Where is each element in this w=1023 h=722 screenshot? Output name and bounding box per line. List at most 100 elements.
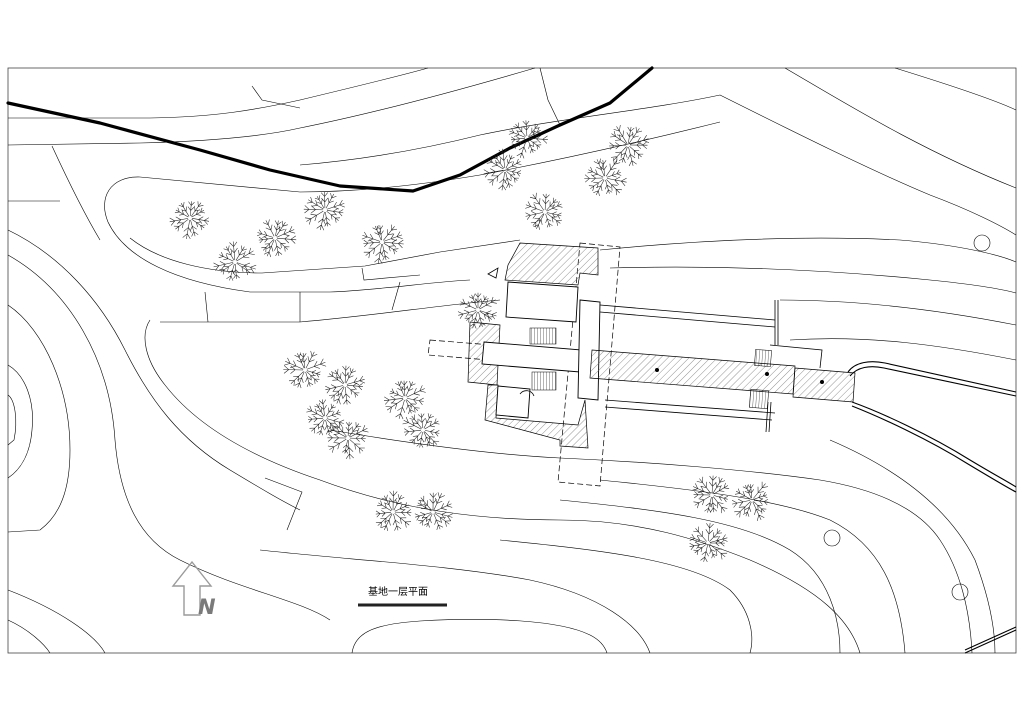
tree-branches: [325, 365, 366, 405]
tree-symbol: [731, 481, 769, 521]
hall-block: [577, 299, 601, 401]
contour-line: [7, 229, 301, 511]
path-edge-line: [964, 629, 1017, 654]
marker-circle: [973, 234, 991, 252]
tree-symbol: [327, 421, 369, 460]
marker-circle: [951, 583, 969, 601]
tree-symbol: [256, 219, 297, 258]
door-swing-arc: [519, 390, 535, 397]
tree-branches: [375, 490, 412, 531]
contour-line: [259, 549, 651, 654]
tree-branches: [213, 241, 257, 281]
tree-branches: [584, 158, 627, 197]
stair-upper-left: [529, 327, 557, 345]
tree-branches: [361, 224, 404, 264]
tree-symbol: [383, 380, 426, 420]
path-edges: [847, 361, 1017, 654]
tree-symbols: [169, 120, 769, 563]
site-boundary-line: [6, 66, 654, 193]
path-edge-line: [847, 361, 1017, 393]
bridge-edge-lower: [604, 399, 776, 421]
contour-line: [104, 121, 721, 293]
bridge-support-lower: [765, 401, 772, 433]
contour-line: [779, 299, 1017, 326]
contour-line: [559, 499, 841, 654]
tree-branches: [483, 148, 522, 191]
drawing-caption: 基地一层平面: [368, 585, 428, 598]
contour-line: [7, 304, 71, 533]
tree-branches: [327, 421, 369, 460]
contour-line: [7, 67, 536, 146]
contour-line: [129, 237, 521, 274]
dashed-outline-vertical: [557, 242, 621, 487]
contour-line: [894, 67, 1017, 111]
contour-line: [609, 266, 1017, 294]
contour-line: [599, 237, 1017, 263]
path-edge-line: [851, 401, 1017, 488]
tree-symbol: [508, 120, 548, 159]
column-dot: [820, 380, 824, 384]
tree-symbol: [584, 158, 627, 197]
tree-symbol: [325, 365, 366, 405]
contour-line: [829, 439, 996, 654]
tree-symbol: [609, 124, 650, 167]
tree-branches: [402, 413, 440, 448]
contour-line: [7, 619, 51, 654]
contour-line: [7, 254, 331, 621]
tree-symbol: [689, 522, 728, 563]
contour-line: [391, 281, 401, 311]
contour-line: [51, 145, 101, 241]
stair-lower-left: [531, 371, 557, 391]
upper-room: [505, 281, 579, 323]
tree-symbol: [483, 148, 522, 191]
entry-marker: [487, 267, 499, 279]
tree-symbol: [361, 224, 404, 264]
contour-line: [361, 267, 421, 281]
tree-branches: [303, 191, 345, 231]
tree-branches: [383, 380, 426, 420]
tree-symbol: [525, 192, 563, 230]
building-plan: [427, 242, 856, 487]
lower-room: [495, 385, 531, 419]
tree-branches: [689, 522, 728, 563]
column-dot: [655, 368, 659, 372]
tree-symbol: [375, 490, 412, 531]
tree-branches: [731, 481, 769, 521]
contour-line: [599, 479, 906, 654]
marker-circle: [823, 529, 841, 547]
contour-line: [204, 291, 209, 323]
tree-symbol: [402, 413, 440, 448]
north-arrow-icon: [171, 560, 213, 616]
contour-line: [160, 299, 501, 323]
contour-line: [789, 338, 1017, 361]
contour-line: [7, 364, 33, 479]
path-edge-line: [851, 405, 1017, 493]
contour-line: [8, 67, 429, 119]
bridge-support-right: [769, 300, 823, 369]
bridge-end-hatched: [792, 367, 856, 403]
tree-symbol: [303, 191, 345, 231]
bridge-edge-upper: [599, 304, 776, 328]
tree-symbol: [457, 292, 497, 329]
path-edge-line: [964, 626, 1017, 651]
tree-symbol: [306, 399, 345, 436]
contour-line: [299, 94, 1017, 236]
tree-symbol: [414, 492, 453, 530]
stair-right-upper: [754, 349, 772, 367]
tree-branches: [306, 399, 345, 436]
north-label: N: [198, 595, 216, 619]
tree-branches: [525, 192, 563, 230]
contour-line: [251, 85, 301, 109]
stair-right-lower: [749, 389, 769, 409]
contour-line: [539, 67, 561, 126]
tree-symbol: [692, 475, 730, 514]
title-block: 基地一层平面: [358, 585, 447, 607]
contour-line: [499, 539, 753, 654]
marker-circles: [823, 234, 991, 601]
north-arrow: N: [171, 560, 216, 619]
tree-symbol: [283, 350, 327, 389]
contour-line: [329, 429, 973, 654]
tree-branches: [169, 201, 210, 240]
contour-line: [7, 589, 106, 654]
